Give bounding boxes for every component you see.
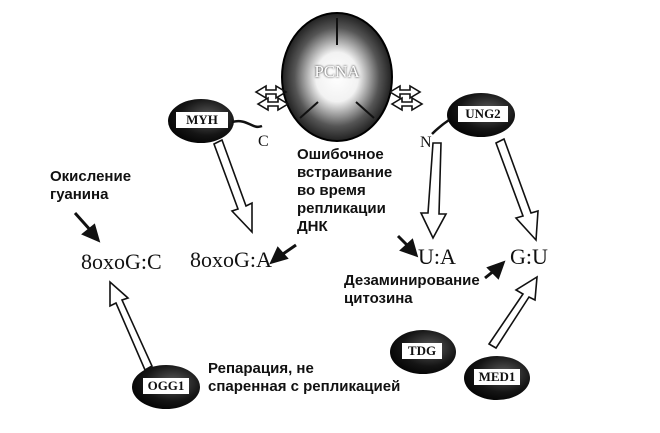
exchange-arrows-right — [388, 84, 424, 112]
cytosine-deamination-line-1: Дезаминирование — [344, 272, 480, 289]
guanine-oxidation-line-2: гуанина — [50, 186, 109, 203]
arrow-ung2-to-ua — [419, 142, 448, 240]
misincorporation-line-2: встраивание — [297, 164, 393, 181]
lesion-g-u: G:U — [510, 244, 548, 269]
guanine-oxidation-label: Окисление гуанина — [50, 168, 131, 204]
exchange-arrows-left — [254, 84, 290, 112]
ogg1-label: OGG1 — [143, 378, 189, 394]
arrow-misincorp-right-head — [399, 238, 419, 258]
arrow-med1-to-gu — [487, 275, 538, 350]
repair-uncoupled-line-2: спаренная с репликацией — [208, 378, 401, 395]
arrow-misincorp-left-head — [269, 246, 289, 265]
myh-label: MYH — [176, 112, 228, 128]
pcna-label: PCNA — [314, 62, 360, 81]
arrow-myh-to-8oxoga — [213, 138, 253, 234]
cytosine-deamination-line-2: цитозина — [344, 290, 413, 307]
misincorporation-line-4: репликации — [297, 200, 386, 217]
myh-tail — [231, 119, 263, 129]
ung2-tail — [431, 118, 450, 135]
misincorporation-line-3: во время — [297, 182, 366, 199]
guanine-oxidation-line-1: Окисление — [50, 168, 132, 185]
misincorporation-label: Ошибочное встраивание во время репликаци… — [297, 146, 392, 236]
med1-label: MED1 — [474, 369, 520, 385]
arrow-ung2-to-gu — [495, 137, 539, 242]
pcna-spoke-right — [355, 101, 375, 119]
misincorporation-line-1: Ошибочное — [297, 146, 384, 163]
lesion-u-a: U:A — [418, 244, 456, 269]
tdg-label: TDG — [402, 343, 442, 359]
repair-uncoupled-label: Репарация, не спаренная с репликацией — [208, 360, 400, 396]
misincorporation-line-5: ДНК — [297, 218, 328, 235]
pcna-spoke-left — [299, 101, 319, 119]
arrow-ogg1-to-8oxogc — [109, 280, 154, 372]
arrow-deamination-head — [486, 260, 506, 280]
cytosine-deamination-label: Дезаминирование цитозина — [344, 272, 480, 308]
hollow-arrows — [109, 137, 539, 372]
lesion-8oxog-c: 8oxoG:C — [81, 249, 162, 274]
ung2-label: UNG2 — [458, 106, 508, 122]
n-terminus-label: N — [420, 134, 432, 151]
repair-uncoupled-line-1: Репарация, не — [208, 360, 314, 377]
solid-arrows — [73, 211, 506, 280]
lesion-8oxog-a: 8oxoG:A — [190, 247, 272, 272]
c-terminus-label: C — [258, 133, 269, 150]
arrow-oxidation-head — [81, 223, 101, 243]
